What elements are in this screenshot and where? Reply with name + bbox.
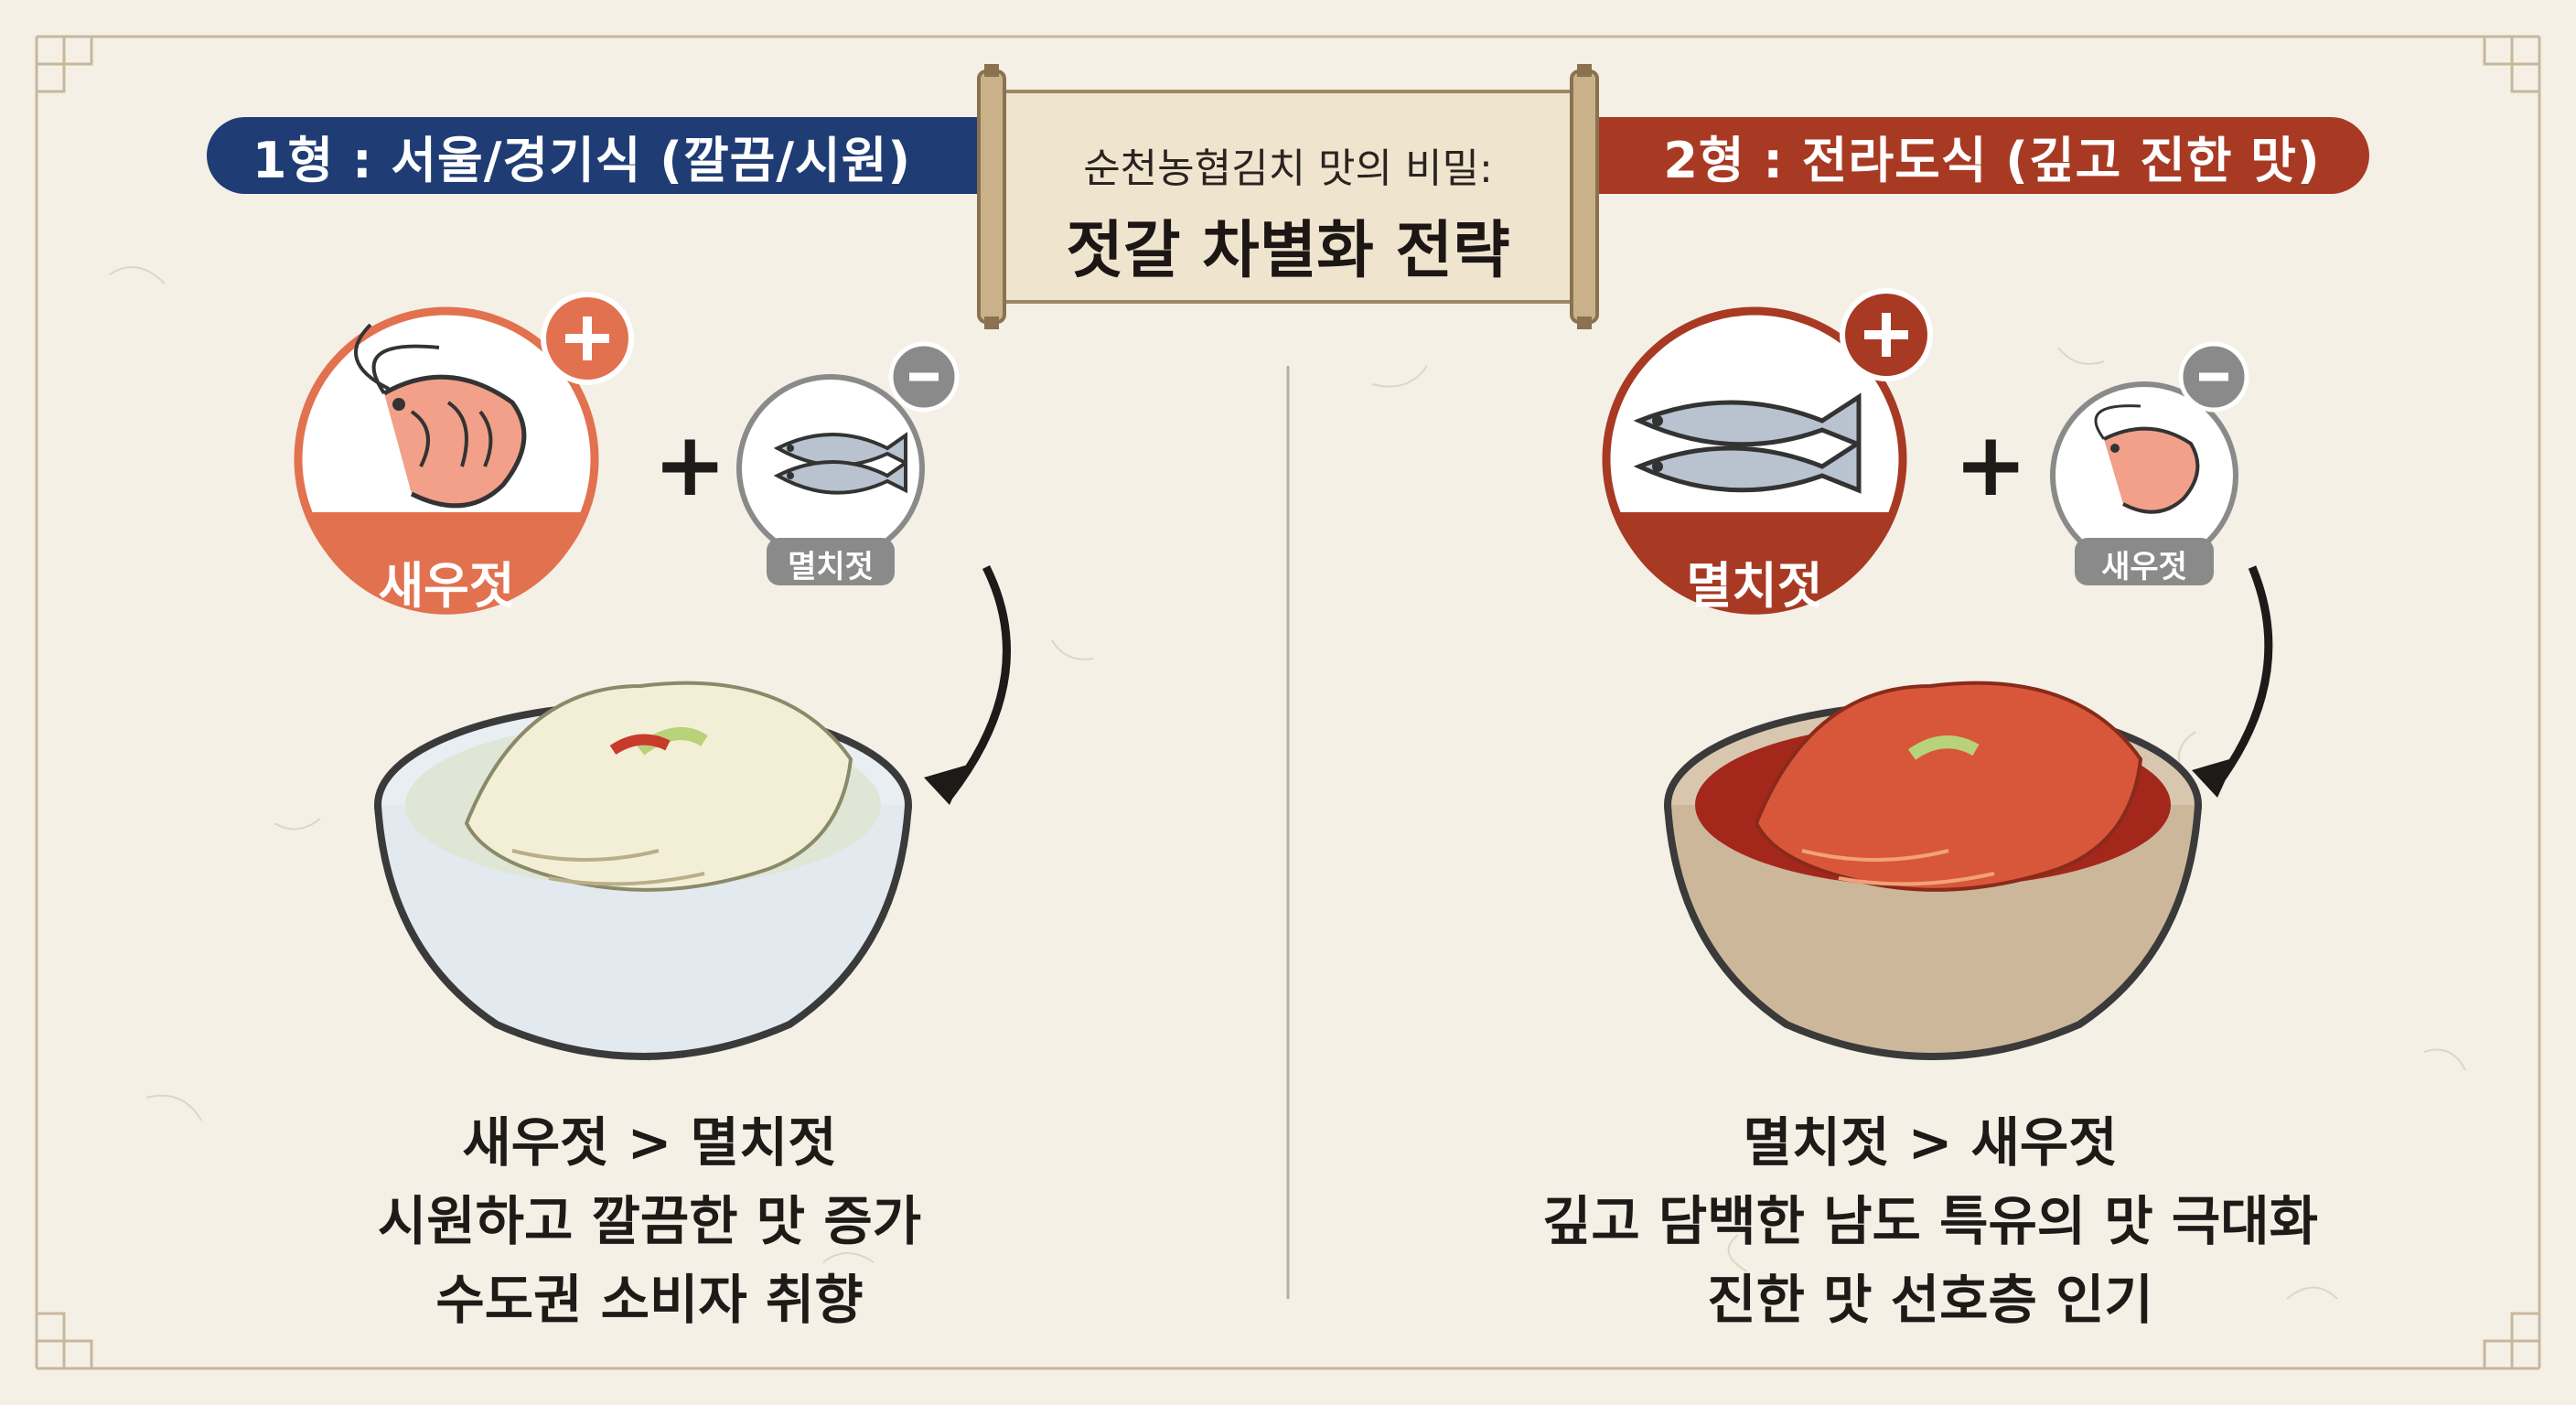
frame-border — [35, 35, 2541, 1370]
left-caption-line: 새우젓 > 멸치젓 — [462, 1111, 837, 1174]
left-primary-badge — [294, 292, 634, 615]
right-secondary-label: 새우젓 — [2101, 549, 2187, 585]
right-primary-badge — [1602, 288, 1933, 615]
left-plus-operator: + — [653, 413, 727, 516]
shrimp-icon — [354, 323, 527, 509]
right-caption: 멸치젓 > 새우젓 깊고 담백한 남도 특유의 맛 극대화 진한 맛 선호층 인… — [1427, 1103, 2433, 1339]
anchovy-icon — [1633, 392, 1862, 494]
right-plus-operator: + — [1954, 413, 2028, 516]
right-kimchi-bowl — [1664, 681, 2202, 1060]
left-type-label: 1형 : 서울/경기식 (깔끔/시원) — [252, 131, 912, 189]
right-caption-line: 멸치젓 > 새우젓 — [1743, 1111, 2118, 1174]
left-arrow — [946, 564, 1011, 799]
left-type-banner: 1형 : 서울/경기식 (깔끔/시원) — [207, 117, 993, 194]
left-caption-line: 시원하고 깔끔한 맛 증가 — [377, 1190, 922, 1252]
left-caption: 새우젓 > 멸치젓 시원하고 깔끔한 맛 증가 수도권 소비자 취향 — [238, 1103, 1061, 1339]
right-caption-line: 진한 맛 선호층 인기 — [1707, 1269, 2153, 1331]
left-caption-line: 수도권 소비자 취향 — [435, 1269, 864, 1331]
right-caption-line: 깊고 담백한 남도 특유의 맛 극대화 — [1541, 1190, 2318, 1252]
right-type-label: 2형 : 전라도식 (깊고 진한 맛) — [1663, 131, 2321, 189]
left-kimchi-bowl — [374, 681, 912, 1060]
anchovy-icon — [773, 432, 907, 495]
page-title: 젓갈 차별화 전략 — [1066, 215, 1510, 287]
title-subtitle: 순천농협김치 맛의 비밀: — [1083, 145, 1493, 192]
right-primary-label: 멸치젓 — [1686, 557, 1823, 615]
left-primary-label: 새우젓 — [378, 557, 515, 615]
right-arrow — [2212, 565, 2273, 789]
left-secondary-label: 멸치젓 — [788, 549, 874, 585]
shrimp-icon — [2094, 404, 2200, 514]
right-secondary-badge — [2050, 341, 2249, 585]
right-type-banner: 2형 : 전라도식 (깊고 진한 맛) — [1596, 117, 2369, 194]
left-secondary-badge — [736, 341, 960, 585]
